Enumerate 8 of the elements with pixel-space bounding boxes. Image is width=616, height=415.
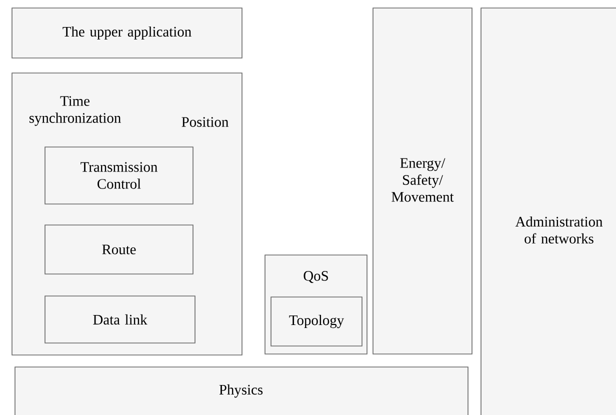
- layer-box: Topology: [270, 296, 362, 346]
- layer-box: The upper application: [12, 8, 242, 58]
- layer-box: Route: [44, 224, 194, 274]
- layer-box: Physics: [14, 366, 468, 415]
- layer-box: Administration of networks: [480, 8, 616, 415]
- layer-box: Energy/ Safety/ Movement: [372, 8, 472, 354]
- layer-box: Transmission Control: [44, 146, 194, 204]
- layer-box: Data link: [44, 296, 196, 344]
